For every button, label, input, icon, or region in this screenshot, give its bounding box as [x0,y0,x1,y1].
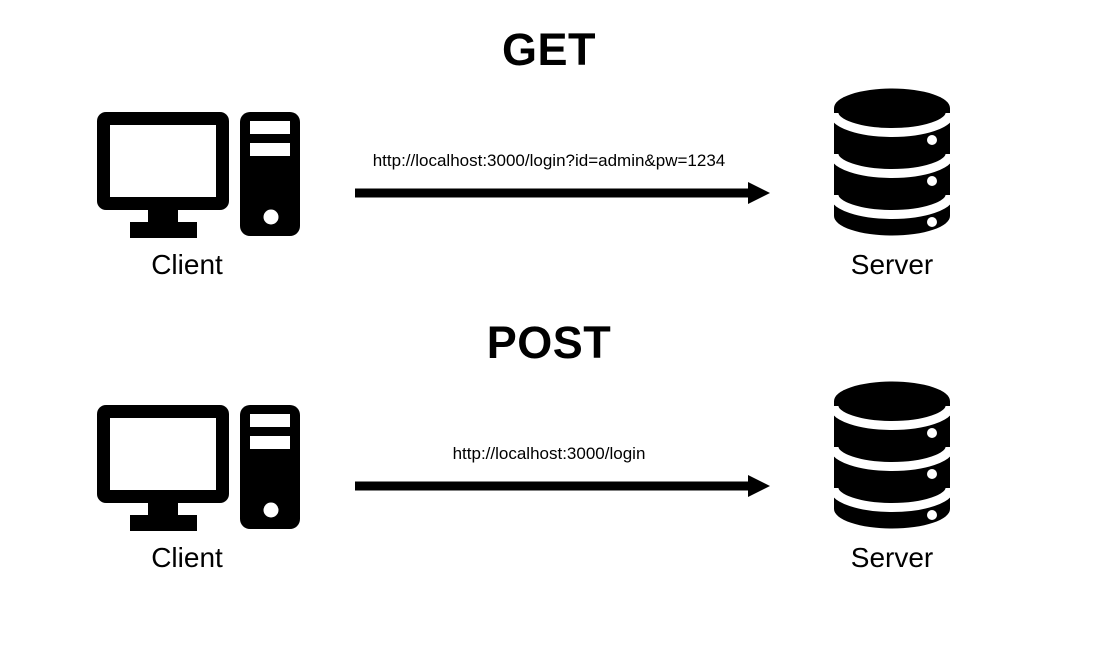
server-label: Server [850,542,934,573]
request-url: http://localhost:3000/login [452,444,646,463]
client-label: Client [151,542,223,573]
desktop-computer-icon [97,405,301,531]
right-arrow-icon [355,181,770,205]
client-label: Client [151,249,223,280]
section-get: GET Client http://localhost:3000/login?i… [0,0,1098,300]
database-icon [833,381,951,529]
right-arrow-icon [355,474,770,498]
desktop-computer-icon [97,112,301,238]
method-title-get: GET [501,24,596,75]
method-title-post: POST [486,317,612,368]
section-post: POST Client http://localhost:3000/login [0,293,1098,593]
request-url: http://localhost:3000/login?id=admin&pw=… [372,151,726,170]
database-icon [833,88,951,236]
server-label: Server [850,249,934,280]
